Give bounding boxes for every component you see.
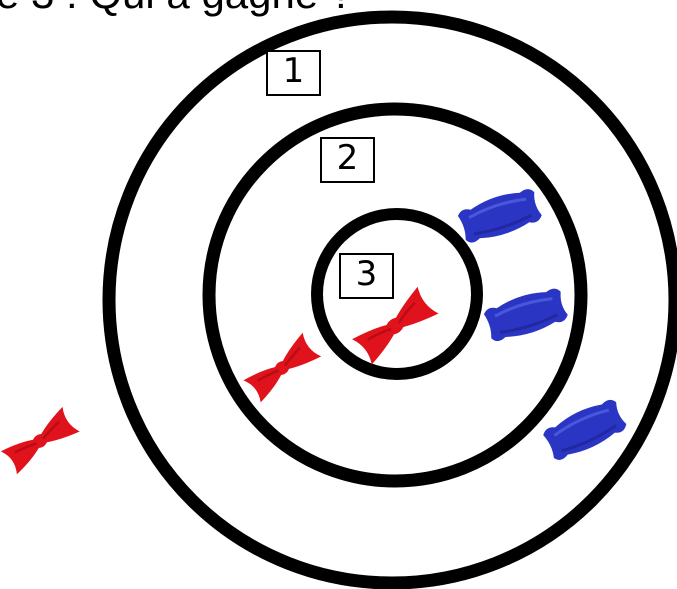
red-beanbag <box>243 332 322 403</box>
zone-1-label: 1 <box>266 50 321 96</box>
red-beanbag <box>352 286 439 365</box>
inner-ring <box>311 208 483 380</box>
question-title: e 3 : Qui a gagné ? <box>0 0 353 18</box>
outer-ring <box>102 10 677 589</box>
blue-beanbag <box>483 288 568 342</box>
middle-ring <box>202 102 588 488</box>
blue-beanbag <box>457 189 542 243</box>
zone-2-label: 2 <box>320 137 375 183</box>
red-beanbag <box>0 406 80 475</box>
zone-3-label: 3 <box>339 253 394 299</box>
blue-beanbag <box>543 399 627 460</box>
